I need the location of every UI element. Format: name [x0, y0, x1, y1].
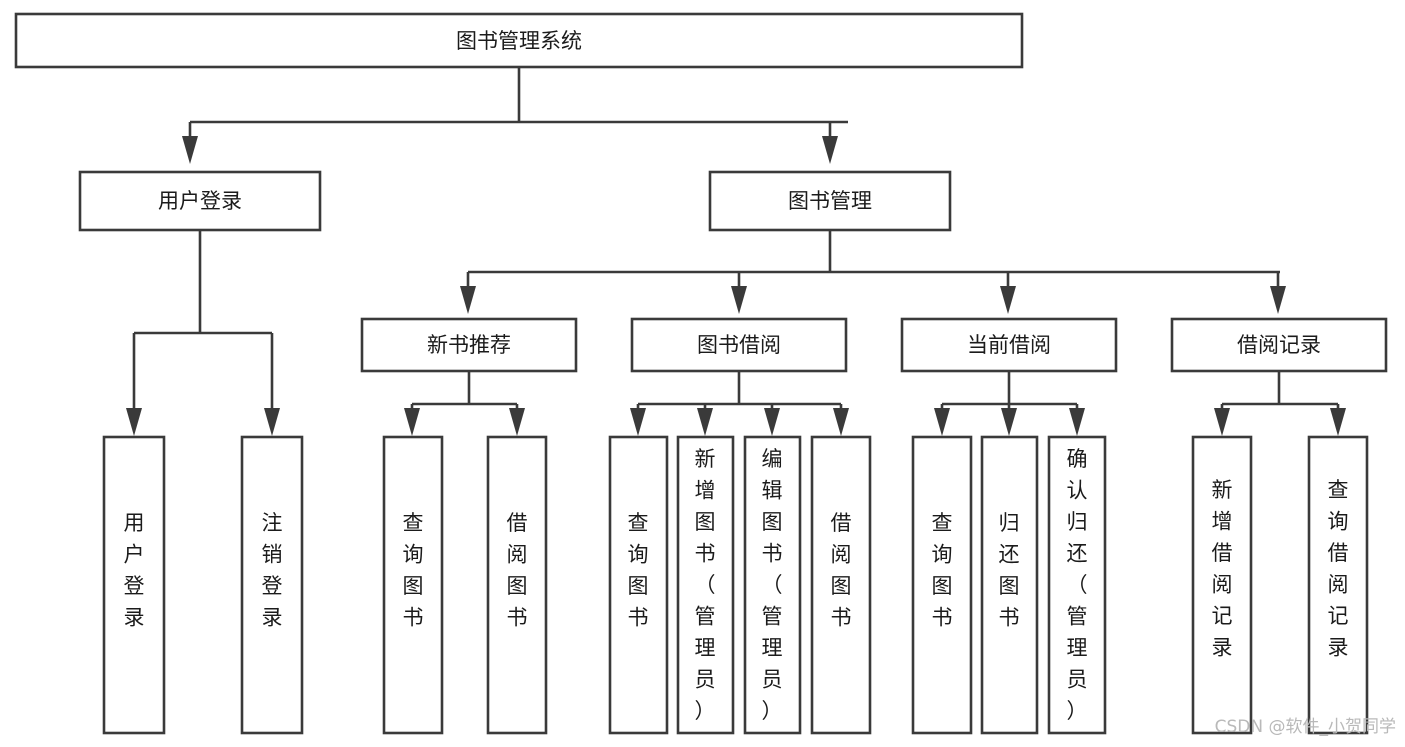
arrow-head-icon: [126, 408, 142, 436]
leaf-return-book-label: 归还图书: [999, 511, 1020, 630]
node-current-borrow-label: 当前借阅: [967, 333, 1051, 357]
leaf-borrow-book-2-box[interactable]: [810, 435, 872, 735]
arrow-head-icon: [1001, 408, 1017, 436]
leaf-user-login-label: 用户登录: [124, 511, 145, 630]
arrow-head-icon: [697, 408, 713, 436]
arrow-head-icon: [1214, 408, 1230, 436]
leaf-confirm-return[interactable]: 确认归还（管理员）: [1047, 435, 1107, 735]
arrow-head-icon: [182, 136, 198, 164]
leaf-add-record[interactable]: 新增借阅记录: [1191, 435, 1253, 735]
arrow-head-icon: [264, 408, 280, 436]
connector-book-borrow-to-leaves: [630, 371, 849, 436]
leaf-borrow-book-2-label: 借阅图书: [831, 511, 852, 630]
leaf-query-book-2-box[interactable]: [608, 435, 669, 735]
arrow-head-icon: [833, 408, 849, 436]
leaf-user-login[interactable]: 用户登录: [102, 435, 166, 735]
leaf-user-login-box[interactable]: [102, 435, 166, 735]
leaf-edit-book-label: 编辑图书（管理员）: [762, 447, 783, 723]
connector-book-management-to-level3: [460, 230, 1286, 314]
arrow-head-icon: [731, 286, 747, 314]
node-borrow-record[interactable]: 借阅记录: [1170, 317, 1388, 373]
leaf-query-book-1[interactable]: 查询图书: [382, 435, 444, 735]
node-borrow-record-label: 借阅记录: [1237, 333, 1321, 357]
node-current-borrow-box[interactable]: [900, 317, 1118, 373]
leaf-add-record-box[interactable]: [1191, 435, 1253, 735]
leaf-add-record-label: 新增借阅记录: [1212, 478, 1233, 660]
leaf-query-record-box[interactable]: [1307, 435, 1369, 735]
node-current-borrow[interactable]: 当前借阅: [900, 317, 1118, 373]
node-book-borrow[interactable]: 图书借阅: [630, 317, 848, 373]
arrow-head-icon: [509, 408, 525, 436]
node-root-label: 图书管理系统: [456, 29, 582, 53]
arrow-head-icon: [1330, 408, 1346, 436]
leaf-confirm-return-box[interactable]: [1047, 435, 1107, 735]
arrow-head-icon: [764, 408, 780, 436]
node-book-borrow-label: 图书借阅: [697, 333, 781, 357]
leaf-borrow-book-2[interactable]: 借阅图书: [810, 435, 872, 735]
leaf-edit-book[interactable]: 编辑图书（管理员）: [743, 435, 802, 735]
arrow-head-icon: [1270, 286, 1286, 314]
node-user-login-box[interactable]: [78, 170, 322, 232]
connector-new-book-recommend-to-leaves: [404, 371, 525, 436]
leaf-query-book-2-label: 查询图书: [628, 511, 649, 630]
leaf-add-book[interactable]: 新增图书（管理员）: [676, 435, 735, 735]
leaf-query-record[interactable]: 查询借阅记录: [1307, 435, 1369, 735]
node-user-login[interactable]: 用户登录: [78, 170, 322, 232]
node-user-login-label: 用户登录: [158, 189, 242, 213]
connector-root-to-level2: [182, 67, 848, 164]
leaf-edit-book-box[interactable]: [743, 435, 802, 735]
arrow-head-icon: [460, 286, 476, 314]
leaf-query-book-2[interactable]: 查询图书: [608, 435, 669, 735]
leaf-user-logout-box[interactable]: [240, 435, 304, 735]
arrow-head-icon: [404, 408, 420, 436]
leaf-query-book-1-box[interactable]: [382, 435, 444, 735]
node-root-box[interactable]: [14, 12, 1024, 69]
leaf-query-record-label: 查询借阅记录: [1328, 478, 1349, 660]
leaf-user-logout[interactable]: 注销登录: [240, 435, 304, 735]
node-book-management[interactable]: 图书管理: [708, 170, 952, 232]
leaf-return-book[interactable]: 归还图书: [980, 435, 1039, 735]
leaf-confirm-return-label: 确认归还（管理员）: [1067, 447, 1088, 723]
node-new-book-recommend[interactable]: 新书推荐: [360, 317, 578, 373]
arrow-head-icon: [934, 408, 950, 436]
watermark-label: CSDN @软件_小贺同学: [1215, 717, 1396, 737]
leaf-query-book-1-label: 查询图书: [403, 511, 424, 630]
leaf-query-book-3-label: 查询图书: [932, 511, 953, 630]
connector-user-login-to-leaves: [126, 230, 280, 436]
leaf-query-book-3[interactable]: 查询图书: [911, 435, 973, 735]
node-new-book-recommend-box[interactable]: [360, 317, 578, 373]
leaf-return-book-box[interactable]: [980, 435, 1039, 735]
leaf-query-book-3-box[interactable]: [911, 435, 973, 735]
node-root[interactable]: 图书管理系统: [14, 12, 1024, 69]
leaf-add-book-box[interactable]: [676, 435, 735, 735]
arrow-head-icon: [1000, 286, 1016, 314]
leaf-borrow-book-1-label: 借阅图书: [507, 511, 528, 630]
leaf-user-logout-label: 注销登录: [262, 511, 283, 630]
connector-borrow-record-to-leaves: [1214, 371, 1346, 436]
leaf-borrow-book-1-box[interactable]: [486, 435, 548, 735]
arrow-head-icon: [1069, 408, 1085, 436]
node-new-book-recommend-label: 新书推荐: [427, 333, 511, 357]
arrow-head-icon: [630, 408, 646, 436]
leaf-add-book-label: 新增图书（管理员）: [695, 447, 716, 723]
arrow-head-icon: [822, 136, 838, 164]
leaf-borrow-book-1[interactable]: 借阅图书: [486, 435, 548, 735]
node-book-management-label: 图书管理: [788, 189, 872, 213]
connector-current-borrow-to-leaves: [934, 371, 1085, 436]
